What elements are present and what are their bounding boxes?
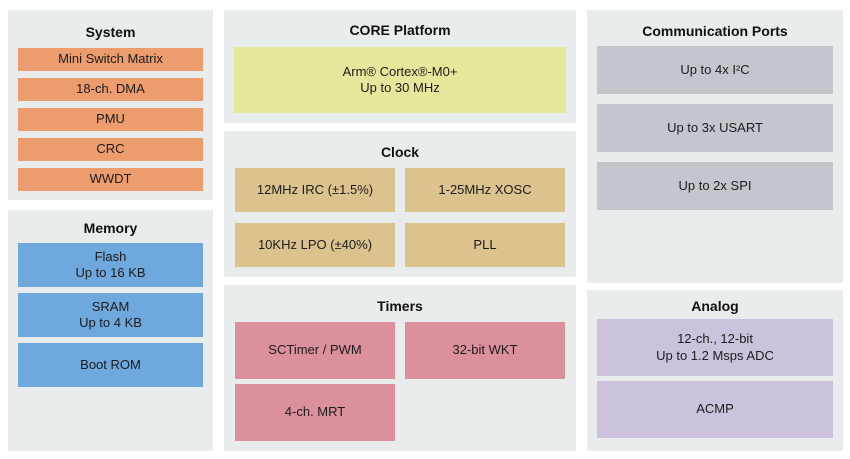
block-crc: CRC — [18, 138, 203, 161]
block-wkt: 32-bit WKT — [405, 322, 565, 379]
block-boot-rom: Boot ROM — [18, 343, 203, 387]
block-spi: Up to 2x SPI — [597, 162, 833, 210]
timers-blocks: SCTimer / PWM 32-bit WKT 4-ch. MRT — [235, 322, 565, 441]
block-xosc: 1-25MHz XOSC — [405, 168, 565, 212]
block-lpo: 10KHz LPO (±40%) — [235, 223, 395, 267]
core-blocks: Arm® Cortex®-M0+ Up to 30 MHz — [234, 47, 566, 113]
block-usart: Up to 3x USART — [597, 104, 833, 152]
system-panel-title: System — [85, 24, 136, 40]
block-flash: Flash Up to 16 KB — [18, 243, 203, 287]
core-platform-panel: CORE Platform Arm® Cortex®-M0+ Up to 30 … — [224, 10, 576, 123]
block-irc: 12MHz IRC (±1.5%) — [235, 168, 395, 212]
analog-panel: Analog 12-ch., 12-bit Up to 1.2 Msps ADC… — [587, 290, 843, 451]
system-blocks: Mini Switch Matrix 18-ch. DMA PMU CRC WW… — [18, 48, 203, 191]
block-mrt: 4-ch. MRT — [235, 384, 395, 441]
timers-panel-title: Timers — [377, 298, 423, 314]
block-adc: 12-ch., 12-bit Up to 1.2 Msps ADC — [597, 319, 833, 376]
clock-blocks: 12MHz IRC (±1.5%) 1-25MHz XOSC 10KHz LPO… — [235, 168, 565, 267]
clock-panel-title: Clock — [380, 144, 420, 160]
communication-blocks: Up to 4x I²C Up to 3x USART Up to 2x SPI — [597, 46, 833, 210]
block-mini-switch-matrix: Mini Switch Matrix — [18, 48, 203, 71]
analog-panel-title: Analog — [691, 298, 739, 314]
block-arm-cortex-m0plus: Arm® Cortex®-M0+ Up to 30 MHz — [234, 47, 566, 113]
block-pmu: PMU — [18, 108, 203, 131]
block-acmp: ACMP — [597, 381, 833, 438]
system-panel: System Mini Switch Matrix 18-ch. DMA PMU… — [8, 10, 213, 200]
timers-panel: Timers SCTimer / PWM 32-bit WKT 4-ch. MR… — [224, 285, 576, 451]
clock-panel: Clock 12MHz IRC (±1.5%) 1-25MHz XOSC 10K… — [224, 131, 576, 277]
memory-panel: Memory Flash Up to 16 KB SRAM Up to 4 KB… — [8, 210, 213, 451]
core-platform-panel-title: CORE Platform — [349, 22, 451, 38]
analog-blocks: 12-ch., 12-bit Up to 1.2 Msps ADC ACMP — [597, 319, 833, 438]
block-sctimer-pwm: SCTimer / PWM — [235, 322, 395, 379]
communication-ports-panel: Communication Ports Up to 4x I²C Up to 3… — [587, 10, 843, 283]
block-pll: PLL — [405, 223, 565, 267]
block-wwdt: WWDT — [18, 168, 203, 191]
communication-ports-panel-title: Communication Ports — [642, 23, 788, 39]
block-dma: 18-ch. DMA — [18, 78, 203, 101]
block-i2c: Up to 4x I²C — [597, 46, 833, 94]
memory-blocks: Flash Up to 16 KB SRAM Up to 4 KB Boot R… — [18, 243, 203, 387]
memory-panel-title: Memory — [83, 220, 138, 236]
block-sram: SRAM Up to 4 KB — [18, 293, 203, 337]
